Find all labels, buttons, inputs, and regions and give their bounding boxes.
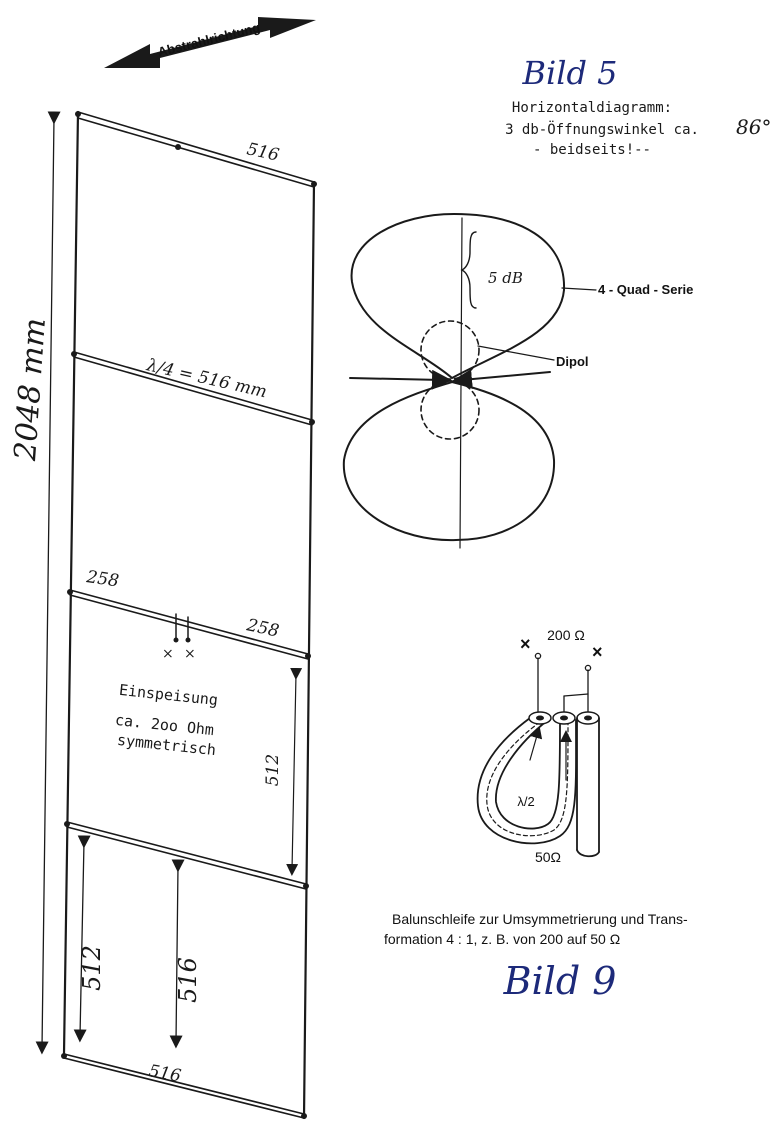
figure5-angle: 86°: [736, 115, 771, 139]
bottom-width-label: 516: [147, 1061, 183, 1086]
svg-text:×: ×: [184, 646, 196, 662]
label-quad-serie: 4 - Quad - Serie: [598, 282, 693, 297]
db-label: 5 dB: [488, 269, 523, 287]
quad-antenna: × × 2048 mm 516 λ/4 = 516 mm 258 258 Ein…: [8, 110, 317, 1120]
direction-label: Abstrahlrichtung: [156, 20, 261, 60]
feed-left-label: 258: [84, 567, 120, 591]
label-dipol: Dipol: [556, 354, 589, 369]
figure9-caption: Balunschleife zur Umsymmetrierung und Tr…: [384, 911, 688, 1003]
balun-impedance-top: 200 Ω: [547, 627, 585, 643]
svg-text:×: ×: [162, 646, 174, 662]
svg-text:×: ×: [592, 642, 603, 662]
feed-text-1: Einspeisung: [118, 681, 219, 709]
direction-arrow: Abstrahlrichtung: [104, 17, 316, 68]
balun-lambda: λ/2: [517, 794, 534, 809]
figure5-line3: - beidseits!--: [533, 142, 651, 158]
bottom-left-512-label: 512: [78, 945, 106, 991]
figure5-header: Bild 5 Horizontaldiagramm: 3 db-Öffnungs…: [505, 54, 771, 158]
balun-caption-1: Balunschleife zur Umsymmetrierung und Tr…: [392, 911, 688, 927]
figure5-line2: 3 db-Öffnungswinkel ca.: [505, 120, 699, 138]
figure9-title: Bild 9: [503, 959, 617, 1003]
total-height-label: 2048 mm: [8, 317, 53, 463]
top-width-label: 516: [245, 139, 281, 165]
svg-text:×: ×: [520, 634, 531, 654]
balun-impedance-bottom: 50Ω: [535, 849, 561, 865]
bottom-mid-516-label: 516: [174, 957, 202, 1003]
balun-caption-2: formation 4 : 1, z. B. von 200 auf 50 Ω: [384, 931, 620, 947]
figure5-title: Bild 5: [522, 54, 618, 92]
balun-diagram: 200 Ω × × λ/2 50Ω: [476, 627, 603, 865]
side-512-label: 512: [263, 754, 283, 786]
figure5-line1: Horizontaldiagramm:: [512, 100, 672, 116]
radiation-pattern: 5 dB 4 - Quad - Serie Dipol: [342, 212, 693, 549]
